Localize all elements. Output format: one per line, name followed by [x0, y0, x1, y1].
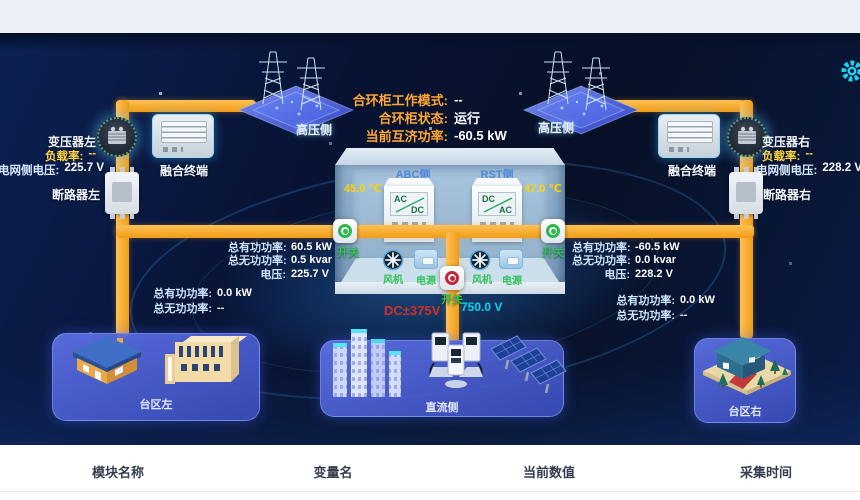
cabinet-top-face [335, 148, 565, 165]
terminal-screen [161, 121, 207, 143]
metrics-left-incoming: 总有功功率:60.5 kW 总无功功率:0.5 kvar 电压:225.7 V [228, 240, 332, 281]
sparkle-dots [0, 33, 1, 34]
temp-right-value: 47.0 ℃ [524, 183, 562, 195]
col-variable-name: 变量名 [313, 465, 353, 480]
status-state-label: 合环柜状态: [378, 110, 448, 126]
grid-voltage-right: 电网侧电压:228.2 V [756, 162, 860, 177]
station-area-left-label: 台区左 [139, 399, 173, 411]
load-rate-right: 负载率:-- [762, 148, 814, 163]
dc-switch-button[interactable] [440, 266, 464, 290]
breaker-left-icon [105, 167, 139, 219]
header-divider [0, 491, 860, 492]
buildings-icon [333, 329, 401, 397]
fan-icon-left [382, 249, 404, 271]
dc-bus-label: DC±375V [384, 303, 441, 318]
power-supply-icon-right [499, 249, 523, 269]
solar-panels-icon [490, 335, 567, 393]
factory-icon [165, 336, 247, 384]
status-state-value: 运行 [454, 110, 481, 126]
dc-voltage-value: 750.0 V [461, 300, 503, 314]
settings-gear-icon[interactable] [839, 58, 860, 89]
fan-label-right: 风机 [472, 275, 492, 286]
wire-right-mid [548, 225, 754, 238]
switch-button-right[interactable] [541, 219, 565, 243]
status-mode-value: -- [454, 91, 463, 107]
ev-chargers-icon [429, 332, 483, 388]
dc-side-label: 直流侧 [425, 402, 459, 414]
wire-right-vertical [740, 100, 753, 339]
hv-pylon-left [237, 40, 355, 141]
breaker-right-icon [729, 167, 763, 219]
status-power-label: 当前互济功率: [365, 128, 448, 144]
col-collect-time: 采集时间 [739, 465, 793, 480]
hv-side-label-left: 高压侧 [296, 123, 333, 137]
status-mode-label: 合环柜工作模式: [352, 92, 448, 108]
terminal-dots [163, 147, 183, 152]
converter-cabinet: ABC侧 RST侧 45.0 ℃ 47.0 ℃ AC DC DC AC [335, 148, 565, 294]
top-light-bar [0, 0, 860, 33]
switch-button-left[interactable] [333, 219, 357, 243]
hv-pylon-right [522, 40, 640, 141]
breaker-left-label: 断路器左 [51, 188, 100, 202]
converter-screen: DC AC [478, 192, 516, 216]
house-icon [73, 336, 141, 384]
temp-left-value: 45.0 ℃ [344, 183, 382, 195]
wire-center-vertical [446, 278, 459, 343]
switch-label-right: 开关 [542, 247, 564, 259]
wire-right-top [604, 100, 744, 112]
loop-cabinet-status: 合环柜工作模式: -- 合环柜状态: 运行 当前互济功率: -60.5 kW [326, 90, 516, 144]
wire-cabinet-bus [337, 225, 563, 238]
transformer-right-label: 变压器右 [762, 135, 811, 149]
metrics-right-incoming: 总有功功率:-60.5 kW 总无功功率:0.0 kvar 电压:228.2 V [572, 240, 680, 281]
fan-label-left: 风机 [383, 275, 403, 286]
dc-switch-label: 开关 [441, 294, 463, 306]
fusion-terminal-right-label: 融合终端 [667, 164, 716, 178]
dc-side-card: 直流侧 [320, 329, 567, 417]
metrics-left-feeder: 总有功功率:0.0 kW 总无功功率:-- [153, 286, 252, 315]
hv-side-label-right: 高压侧 [538, 121, 575, 135]
data-table-header: 模块名称 变量名 当前数值 采集时间 [0, 445, 860, 500]
transformer-left-label: 变压器左 [47, 135, 96, 149]
wire-left-mid [116, 225, 348, 238]
station-area-right-card: 台区右 [694, 337, 796, 423]
villa-icon [703, 337, 791, 395]
fusion-terminal-left-label: 融合终端 [159, 164, 208, 178]
transformer-right-icon [727, 117, 767, 157]
switch-label-left: 开关 [337, 247, 359, 259]
col-current-value: 当前数值 [522, 465, 576, 480]
wire-left-top [116, 100, 256, 112]
power-label-left: 电源 [416, 276, 436, 287]
power-supply-icon-left [414, 249, 438, 269]
col-module-name: 模块名称 [91, 465, 145, 480]
breaker-right-label: 断路器右 [763, 188, 812, 202]
station-area-left-card: 台区左 [52, 333, 260, 421]
grid-voltage-left: 电网侧电压:225.7 V [0, 162, 104, 177]
grid-monitor-panel: 高压侧 高压侧 合环柜工作模 [0, 33, 860, 445]
fusion-terminal-right-icon [658, 114, 720, 158]
fan-icon-right [469, 249, 491, 271]
converter-screen: AC DC [390, 192, 428, 216]
metrics-right-feeder: 总有功功率:0.0 kW 总无功功率:-- [616, 293, 715, 322]
fusion-terminal-left-icon [152, 114, 214, 158]
status-power-value: -60.5 kW [454, 127, 507, 143]
station-area-right-label: 台区右 [728, 406, 762, 418]
load-rate-left: 负载率:-- [44, 148, 96, 163]
transformer-left-icon [97, 117, 137, 157]
power-label-right: 电源 [502, 276, 522, 287]
